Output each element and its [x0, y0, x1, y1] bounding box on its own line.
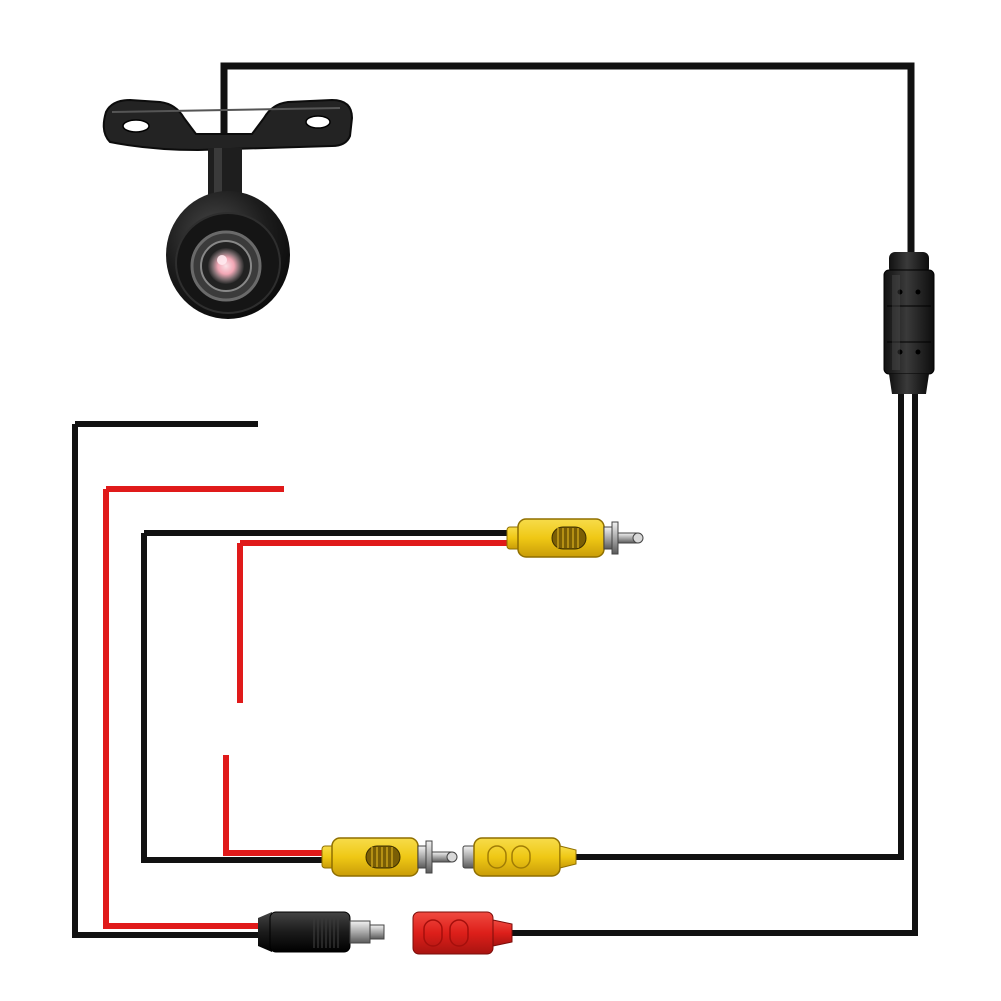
dc-power-plug-icon — [258, 911, 385, 953]
power-leads — [72, 421, 284, 938]
trigger-wires — [141, 530, 509, 863]
camera-cable — [220, 62, 915, 256]
rear-camera-icon — [102, 98, 354, 319]
dc-power-jack-icon — [412, 911, 513, 955]
rca-female-jack-icon — [462, 837, 577, 877]
rca-male-plug-icon — [321, 837, 458, 877]
junction-output-wires — [512, 394, 918, 936]
junction-box-icon — [883, 252, 935, 394]
rca-male-plug-icon — [506, 518, 644, 558]
